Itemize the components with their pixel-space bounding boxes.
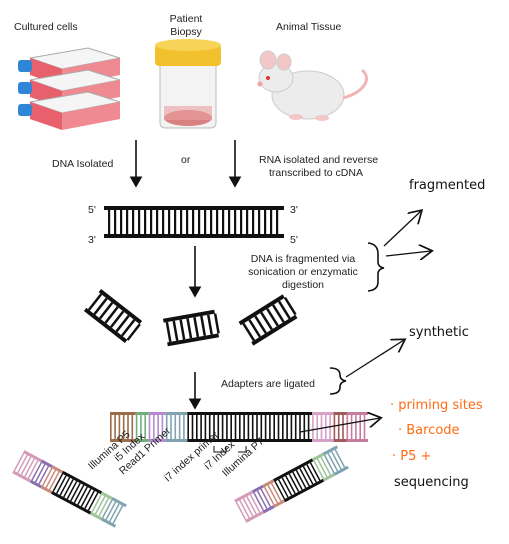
label-dna-isolated: DNA Isolated bbox=[52, 158, 113, 170]
label-rna-2: transcribed to cDNA bbox=[269, 167, 363, 179]
hand-arrow-fragmented-right bbox=[385, 251, 431, 256]
label-animal-tissue: Animal Tissue bbox=[276, 21, 342, 33]
dna-fragment-right bbox=[238, 294, 298, 346]
bracket-adapters bbox=[329, 367, 347, 395]
label-rna-1: RNA isolated and reverse bbox=[259, 154, 378, 166]
dna-end-bottom-right: 5' bbox=[290, 234, 298, 246]
annotation-barcode: · Barcode bbox=[398, 423, 460, 438]
annotation-priming-sites: · priming sites bbox=[390, 398, 483, 413]
mouse-icon bbox=[257, 50, 368, 121]
dna-end-bottom-left: 3' bbox=[88, 234, 96, 246]
hand-arrow-adapter-features bbox=[299, 418, 380, 433]
dna-fragment-middle bbox=[162, 309, 220, 347]
label-fragment-1: DNA is fragmented via bbox=[251, 253, 356, 265]
dna-end-top-left: 5' bbox=[88, 204, 96, 216]
label-cultured-cells: Cultured cells bbox=[14, 21, 78, 33]
annotation-fragmented: fragmented bbox=[409, 178, 485, 193]
adapter-strand-lower-right bbox=[234, 445, 349, 523]
annotation-p5: · P5 + bbox=[392, 449, 431, 464]
hand-arrow-synthetic bbox=[345, 340, 404, 378]
label-patient-biopsy-1: Patient bbox=[170, 13, 203, 25]
dna-base-pairs bbox=[108, 210, 279, 234]
label-fragment-2: sonication or enzymatic bbox=[248, 266, 358, 278]
dna-end-top-right: 3' bbox=[290, 204, 298, 216]
label-fragment-3: digestion bbox=[282, 279, 324, 291]
dna-fragment-left bbox=[83, 288, 143, 344]
label-adapters: Adapters are ligated bbox=[221, 378, 315, 390]
annotation-sequencing: sequencing bbox=[394, 475, 469, 490]
label-or: or bbox=[181, 154, 191, 166]
label-patient-biopsy-2: Biopsy bbox=[170, 26, 202, 38]
dna-double-strand: 5' 3' 3' 5' bbox=[88, 204, 298, 246]
adapter-strand-lower-left bbox=[12, 450, 127, 528]
hand-arrow-fragmented-up bbox=[383, 211, 421, 247]
specimen-jar-icon bbox=[155, 39, 221, 129]
culture-flask-icon bbox=[18, 47, 121, 130]
annotation-synthetic: synthetic bbox=[409, 325, 469, 340]
bracket-fragment bbox=[367, 242, 385, 292]
